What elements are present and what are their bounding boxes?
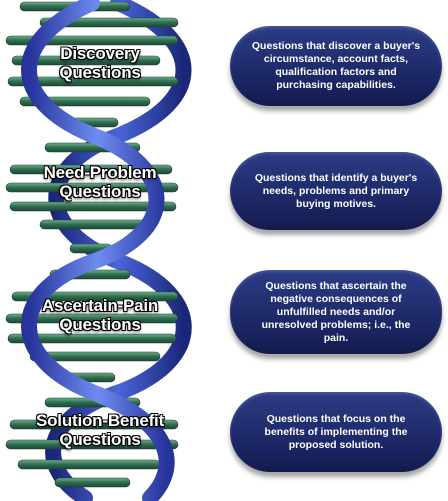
helix-rung xyxy=(5,182,179,193)
description-discovery: Questions that discover a buyer's circum… xyxy=(230,26,442,106)
helix-rung xyxy=(9,201,177,212)
description-need-problem: Questions that identify a buyer's needs,… xyxy=(230,152,442,230)
helix-rung xyxy=(7,333,177,344)
dna-helix-graphic xyxy=(5,0,192,501)
helix-rung xyxy=(39,219,151,230)
helix-rung xyxy=(11,291,179,302)
helix-rung xyxy=(7,76,179,87)
helix-rung xyxy=(29,351,161,362)
helix-front-strand xyxy=(21,0,175,501)
description-ascertain-pain: Questions that ascertain the negative co… xyxy=(230,270,442,354)
helix-rung xyxy=(5,439,179,450)
helix-rung xyxy=(54,477,131,488)
helix-rung xyxy=(5,313,179,324)
helix-rung xyxy=(11,55,161,66)
helix-rung xyxy=(17,459,161,470)
helix-back-strand xyxy=(45,0,192,501)
description-solution-benefit: Questions that focus on the benefits of … xyxy=(230,392,442,472)
helix-rung xyxy=(9,164,173,175)
